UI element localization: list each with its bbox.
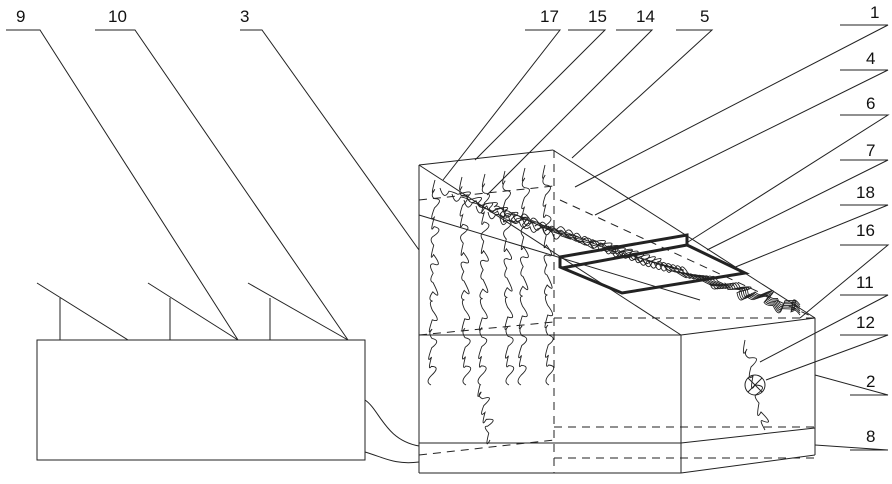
label-6: 6 — [866, 95, 875, 112]
leader-line — [572, 30, 712, 158]
leader-line — [95, 30, 348, 340]
leader-line — [487, 30, 652, 195]
leader-line — [240, 30, 419, 250]
leader-line — [800, 245, 888, 318]
leader-line — [815, 375, 888, 395]
label-8: 8 — [866, 428, 875, 445]
fiber-strand — [478, 385, 493, 444]
label-1: 1 — [870, 4, 879, 21]
fiber-strand — [428, 180, 439, 385]
fiber-strand — [503, 171, 514, 385]
fiber-strand — [460, 177, 471, 385]
label-17: 17 — [540, 8, 559, 25]
leader-line — [443, 30, 560, 180]
label-18: 18 — [856, 184, 875, 201]
main-housing — [419, 150, 815, 473]
control-box — [37, 283, 365, 460]
label-14: 14 — [636, 8, 655, 25]
label-15: 15 — [588, 8, 607, 25]
cables — [365, 400, 419, 463]
label-7: 7 — [866, 142, 875, 159]
fiber-strand — [543, 165, 554, 385]
label-11: 11 — [856, 274, 874, 291]
label-16: 16 — [856, 222, 875, 239]
label-10: 10 — [108, 8, 127, 25]
label-2: 2 — [866, 373, 875, 390]
label-5: 5 — [700, 8, 709, 25]
label-9: 9 — [16, 8, 25, 25]
leader-line — [6, 30, 238, 340]
label-3: 3 — [240, 8, 249, 25]
leader-line — [815, 445, 888, 450]
label-4: 4 — [866, 50, 875, 67]
label-12: 12 — [856, 314, 875, 331]
leader-line — [475, 30, 605, 160]
fiber-strand — [518, 168, 529, 385]
leader-line — [575, 25, 888, 187]
